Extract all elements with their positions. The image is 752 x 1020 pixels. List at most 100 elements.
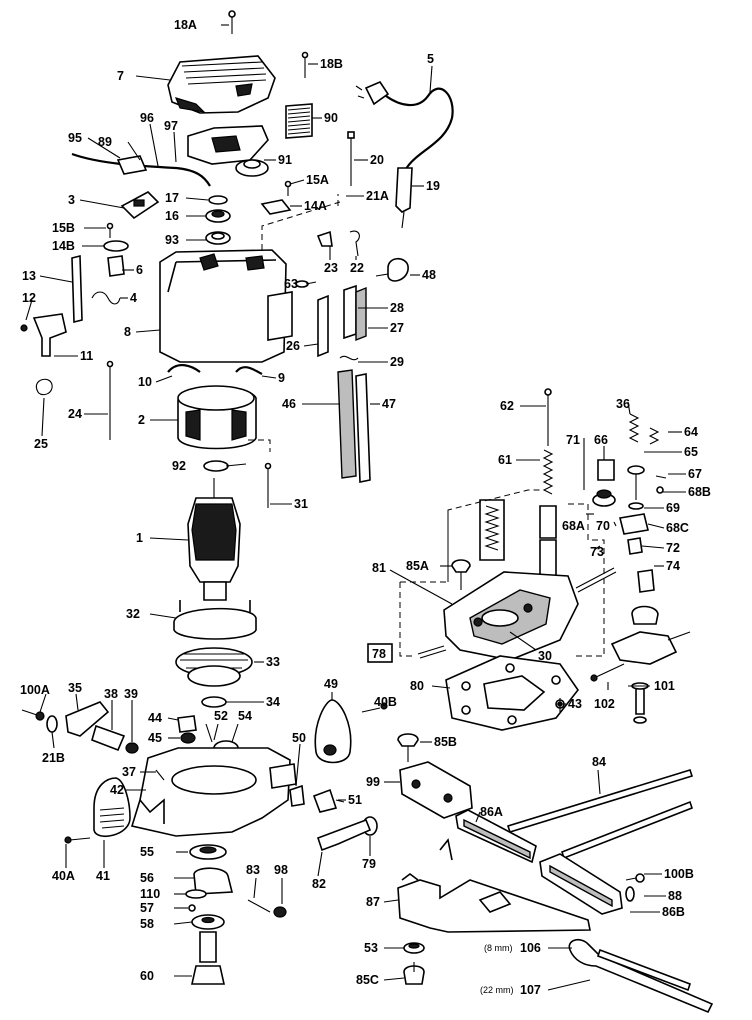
label-12: 12 — [22, 291, 36, 305]
part-3-switch — [120, 191, 160, 220]
part-34-washer — [201, 696, 227, 708]
label-80: 80 — [410, 679, 424, 693]
part-17-washer — [208, 195, 228, 205]
label-5: 5 — [427, 52, 434, 66]
label-54: 54 — [238, 709, 252, 723]
label-78: 78 — [372, 647, 386, 661]
label-84: 84 — [592, 755, 606, 769]
part-7-motor-cover — [167, 55, 276, 114]
label-63: 63 — [284, 277, 298, 291]
part-38-bolt — [91, 724, 126, 752]
label-102: 102 — [594, 697, 615, 711]
part-68B-pin — [656, 486, 664, 494]
label-91: 91 — [278, 153, 292, 167]
part-57-screw — [188, 904, 196, 912]
part-61-spring — [539, 449, 557, 581]
label-82: 82 — [312, 877, 326, 891]
part-39-nut — [125, 742, 139, 754]
label-52: 52 — [214, 709, 228, 723]
label-96: 96 — [140, 111, 154, 125]
label-81: 81 — [372, 561, 386, 575]
label-25: 25 — [34, 437, 48, 451]
label-23: 23 — [324, 261, 338, 275]
label-107: 107 — [520, 983, 541, 997]
part-25-clip — [35, 378, 53, 396]
part-1-armature — [187, 478, 241, 601]
part-86A-scale — [455, 809, 537, 864]
label-42: 42 — [110, 783, 124, 797]
part-99-fence-carrier — [399, 761, 473, 819]
part-15B-screw — [106, 222, 114, 238]
part-28-holder — [343, 284, 357, 340]
part-72-screw — [627, 537, 643, 555]
label-89: 89 — [98, 135, 112, 149]
label-33: 33 — [266, 655, 280, 669]
label-66: 66 — [594, 433, 608, 447]
label-32: 32 — [126, 607, 140, 621]
label-97: 97 — [164, 119, 178, 133]
label-34: 34 — [266, 695, 280, 709]
label-49: 49 — [324, 677, 338, 691]
label-8: 8 — [124, 325, 131, 339]
part-90-vent-grille — [285, 103, 313, 139]
part-48-knob — [375, 257, 409, 282]
part-78-rod — [417, 645, 447, 659]
label-53: 53 — [364, 941, 378, 955]
part-66-nut — [597, 459, 615, 481]
part-101-bolt — [631, 682, 649, 724]
label-47: 47 — [382, 397, 396, 411]
part-85C-knob — [403, 962, 425, 985]
label-10: 10 — [138, 375, 152, 389]
label-71: 71 — [566, 433, 580, 447]
part-42-gear-housing — [130, 747, 297, 837]
label-39: 39 — [124, 687, 138, 701]
part-27-holder — [355, 286, 367, 342]
part-23-clip — [316, 230, 333, 247]
part-36-spring — [628, 413, 640, 443]
label-64: 64 — [684, 425, 698, 439]
part-32-fan — [173, 600, 257, 640]
label-41: 41 — [96, 869, 110, 883]
part-6-clip — [107, 255, 125, 277]
leader-lines — [25, 24, 686, 991]
label-26: 26 — [286, 339, 300, 353]
part-15A-screw — [284, 180, 292, 196]
label-99: 99 — [366, 775, 380, 789]
part-97-plate — [187, 125, 269, 165]
label-21B: 21B — [42, 751, 65, 765]
part-50-block — [289, 784, 305, 807]
part-35-lever — [65, 701, 110, 737]
part-52-pin — [205, 723, 213, 743]
part-65-screw — [627, 465, 645, 500]
label-50: 50 — [292, 731, 306, 745]
part-29-spring — [339, 355, 359, 361]
label-65: 65 — [684, 445, 698, 459]
part-37-pin — [155, 769, 165, 781]
part-106-107-wrenches — [568, 938, 714, 1014]
part-80-base-gasket — [445, 655, 579, 731]
label-9: 9 — [278, 371, 285, 385]
part-24-screw — [106, 360, 114, 440]
part-83-screw — [247, 899, 271, 913]
part-33-gear — [175, 647, 253, 687]
label-74: 74 — [666, 559, 680, 573]
label-60: 60 — [140, 969, 154, 983]
part-26-holder — [317, 294, 329, 358]
part-2-field-coil — [177, 385, 257, 450]
label-30: 30 — [538, 649, 552, 663]
label-69: 69 — [666, 501, 680, 515]
label-14A: 14A — [304, 199, 327, 213]
part-45-nut — [180, 732, 196, 744]
label-18A: 18A — [174, 18, 197, 32]
assembly-dashed-lines — [248, 194, 605, 657]
part-44-nut — [177, 715, 197, 733]
part-labels: 18A 7 18B 5 95 89 96 97 90 91 20 3 17 15… — [20, 18, 711, 997]
part-41-grip — [93, 777, 131, 838]
part-49-grip — [314, 699, 352, 764]
part-46-rail — [337, 369, 357, 479]
part-88-washer — [625, 886, 635, 902]
part-68C-clip — [619, 513, 649, 535]
label-79: 79 — [362, 857, 376, 871]
label-4: 4 — [130, 291, 137, 305]
